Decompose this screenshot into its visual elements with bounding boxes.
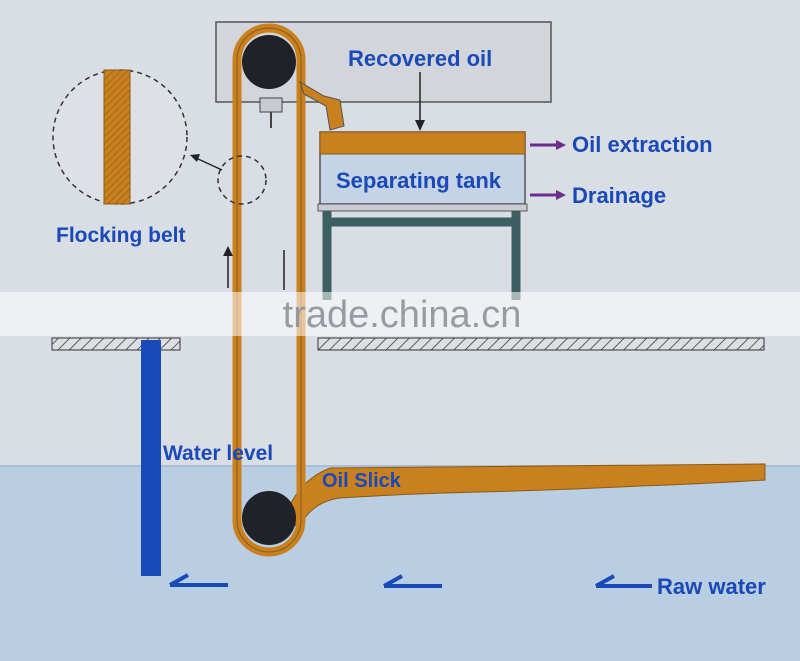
drainage-label: Drainage — [572, 183, 666, 208]
flow-arrow-2 — [383, 574, 442, 588]
oil-slick-label: Oil Slick — [322, 470, 402, 492]
watermark-text: trade.china.cn — [283, 294, 522, 336]
separating-tank-label: Separating tank — [336, 168, 502, 193]
raw-water-label: Raw water — [657, 574, 766, 599]
recovered-oil-layer — [319, 131, 526, 155]
belt-detail-texture — [103, 69, 131, 205]
callout-target — [217, 155, 267, 205]
ground-slab-right — [317, 337, 765, 351]
flow-arrow-1 — [169, 573, 228, 587]
watermark-band — [0, 292, 800, 336]
oil-extraction-label: Oil extraction — [572, 132, 713, 157]
water-level-label: Water level — [163, 442, 273, 465]
top-roller — [242, 35, 296, 89]
flow-arrow-3 — [595, 574, 652, 588]
flocking-belt-edge — [236, 27, 302, 553]
oil-extraction-arrowhead — [556, 140, 566, 150]
raw-water-body — [0, 466, 800, 661]
drainage-arrowhead — [556, 190, 566, 200]
oil-slick — [287, 463, 766, 532]
scraper-blade — [259, 97, 283, 113]
tank-base — [317, 203, 528, 212]
oil-chute — [299, 80, 345, 131]
recovered-oil-label: Recovered oil — [348, 46, 492, 71]
tank-support-frame — [322, 211, 521, 300]
water-level-gauge — [141, 340, 161, 576]
belt-up-arrowhead — [223, 246, 233, 256]
callout-pointer — [195, 157, 223, 171]
flocking-belt-label: Flocking belt — [56, 224, 186, 247]
bottom-roller — [242, 491, 296, 545]
recovered-oil-pointer-head — [415, 120, 425, 131]
callout-pointer-head — [190, 154, 200, 162]
